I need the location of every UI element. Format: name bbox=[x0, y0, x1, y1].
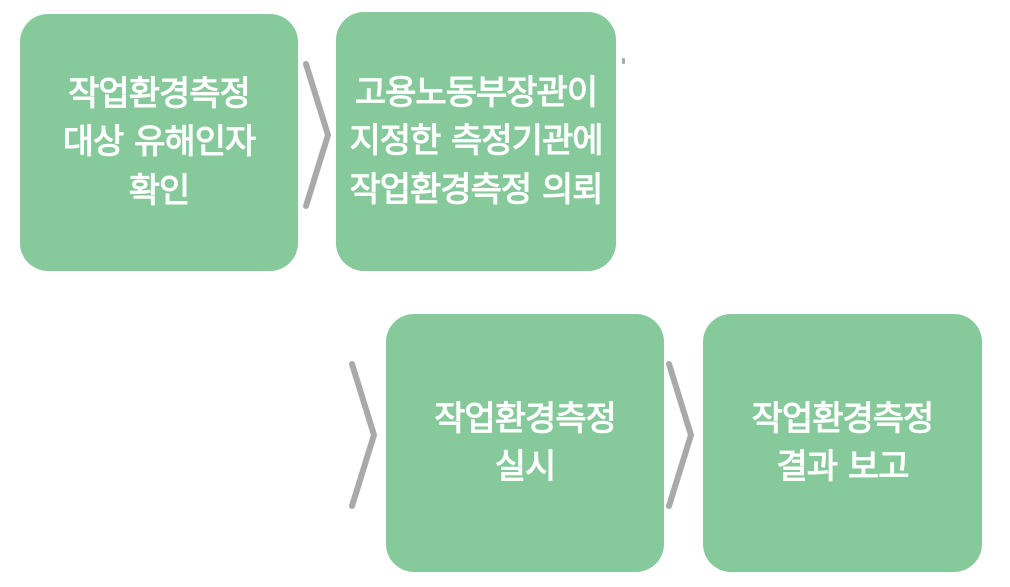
step-box-3: 작업환경측정 실시 bbox=[386, 314, 664, 572]
chevron-right-icon bbox=[666, 361, 694, 509]
step-box-1: 작업환경측정 대상 유해인자 확인 bbox=[20, 14, 298, 271]
chevron-right-icon bbox=[303, 61, 331, 209]
step-box-4: 작업환경측정 결과 보고 bbox=[703, 314, 982, 572]
decorative-tick bbox=[622, 58, 625, 64]
chevron-right-icon bbox=[349, 361, 377, 509]
step-box-2: 고용노동부장관이 지정한 측정기관에 작업환경측정 의뢰 bbox=[336, 12, 616, 271]
